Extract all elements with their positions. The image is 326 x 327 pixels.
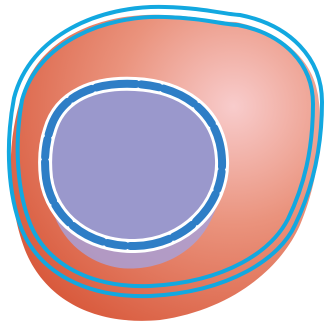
cell-diagram [0, 0, 326, 327]
